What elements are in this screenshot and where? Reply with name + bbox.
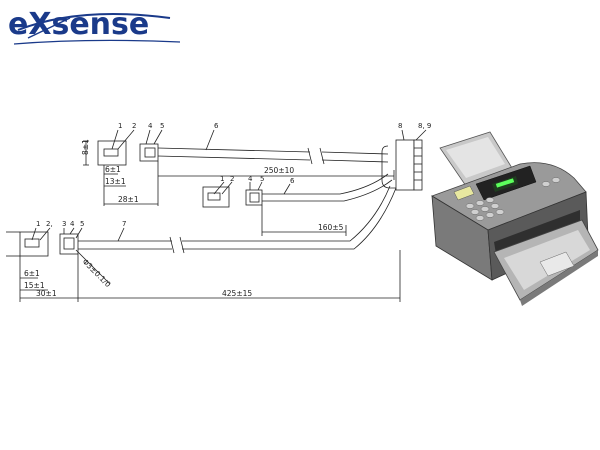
cable-a-labels: 1 2 4 5 6 8±1 6±1 13±1 28±1 250±10 bbox=[81, 122, 294, 204]
label-c-1: 1 bbox=[36, 220, 40, 228]
dim-a-length: 250±10 bbox=[264, 166, 294, 175]
exsense-logo: eXsense bbox=[8, 7, 181, 45]
label-b-5: 5 bbox=[260, 175, 264, 183]
sensor-head-a bbox=[97, 140, 127, 166]
label-c-5: 5 bbox=[80, 220, 84, 228]
label-b-2: 2 bbox=[230, 175, 234, 183]
label-b-6: 6 bbox=[290, 177, 295, 185]
label-c-3: 3 bbox=[62, 220, 66, 228]
label-a-2: 2 bbox=[132, 122, 136, 130]
label-a-1: 1 bbox=[118, 122, 122, 130]
label-a-5: 5 bbox=[160, 122, 164, 130]
dim-c-strip2: 15±1 bbox=[24, 281, 45, 290]
dim-a-strip1: 6±1 bbox=[105, 165, 121, 174]
dim-b-length: 160±5 bbox=[318, 223, 344, 232]
label-b-4: 4 bbox=[248, 175, 253, 183]
dim-a-tip: 28±1 bbox=[118, 195, 139, 204]
label-c-7: 7 bbox=[122, 220, 126, 228]
label-a-6: 6 bbox=[214, 122, 219, 130]
connector-labels: 8 8, 9 bbox=[398, 122, 431, 130]
label-c-4: 4 bbox=[70, 220, 75, 228]
label-c-2: 2, bbox=[46, 220, 53, 228]
cable-c-labels: 1 2, 3 4 5 7 6±1 15±1 30±1 425±15 Φ3±0.1… bbox=[24, 220, 252, 298]
label-a-4: 4 bbox=[148, 122, 153, 130]
dim-a-height: 8±1 bbox=[81, 139, 90, 155]
dim-c-strip1: 6±1 bbox=[24, 269, 40, 278]
connector-block bbox=[381, 129, 427, 191]
dim-c-length: 425±15 bbox=[222, 289, 252, 298]
label-conn-89: 8, 9 bbox=[418, 122, 431, 130]
label-b-1: 1 bbox=[220, 175, 224, 183]
cable-b bbox=[202, 173, 393, 236]
cable-a bbox=[83, 129, 395, 206]
dim-c-tip: 30±1 bbox=[36, 289, 57, 298]
cable-b-labels: 1 2 4 5 6 160±5 bbox=[220, 175, 344, 232]
label-conn-8: 8 bbox=[398, 122, 402, 130]
printer-icon bbox=[431, 131, 599, 306]
dim-a-strip2: 13±1 bbox=[105, 177, 126, 186]
cable-c bbox=[6, 185, 401, 302]
dim-c-diameter: Φ3±0.1/0 bbox=[81, 257, 113, 289]
